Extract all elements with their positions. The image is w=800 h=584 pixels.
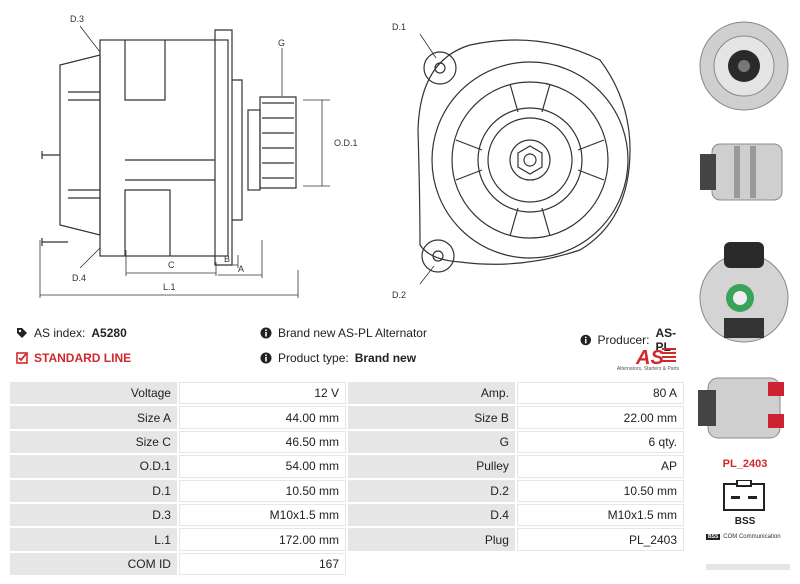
spec-value: 172.00 mm — [178, 528, 347, 551]
logo-tagline: Alternators, Starters & Parts — [616, 366, 680, 372]
label-d3: D.3 — [70, 14, 84, 24]
info-icon — [580, 334, 592, 346]
info-icon — [260, 352, 272, 364]
spec-value: 44.00 mm — [178, 406, 347, 429]
legend-strip — [706, 564, 790, 570]
product-type-label: Product type: — [278, 351, 349, 365]
logo-mark: AS — [635, 347, 664, 369]
label-a: A — [238, 264, 244, 274]
as-index-item: AS index: A5280 — [16, 326, 127, 340]
label-g: G — [278, 38, 285, 48]
spec-value: 12 V — [178, 382, 347, 405]
product-photo-front[interactable] — [694, 4, 794, 122]
as-index-value: A5280 — [91, 326, 127, 340]
as-index-label: AS index: — [34, 326, 86, 340]
as-pl-logo: AS — [635, 347, 676, 369]
producer-value: AS-PL — [655, 326, 677, 354]
spec-label: L.1 — [10, 528, 177, 551]
spec-label: Size A — [10, 406, 177, 429]
spec-label — [348, 552, 515, 576]
spec-value: 167 — [178, 552, 347, 576]
spec-value: 80 A — [516, 382, 684, 405]
plug-name: BSS — [734, 516, 756, 527]
plug-connector-icon — [723, 480, 765, 511]
label-c: C — [168, 260, 175, 270]
spec-label: Plug — [348, 528, 515, 551]
label-d2: D.2 — [392, 290, 406, 300]
side-view — [39, 25, 330, 298]
spec-label: COM ID — [10, 552, 177, 576]
label-d4: D.4 — [72, 273, 86, 283]
spec-label: Voltage — [10, 382, 177, 405]
spec-value: 22.00 mm — [516, 406, 684, 429]
description-item: Brand new AS-PL Alternator — [260, 326, 427, 340]
spec-label: O.D.1 — [10, 455, 177, 478]
product-photo-side[interactable] — [694, 124, 794, 220]
product-photo-angle[interactable] — [694, 362, 794, 452]
producer-item: Producer: AS-PL — [580, 326, 690, 354]
spec-value: 54.00 mm — [178, 455, 347, 478]
spec-value: PL_2403 — [516, 528, 684, 551]
label-od1: O.D.1 — [334, 138, 358, 148]
product-type-value: Brand new — [354, 351, 417, 365]
spec-label: Size C — [10, 430, 177, 454]
label-l1: L.1 — [163, 282, 176, 292]
spec-value: 6 qty. — [516, 430, 684, 454]
legend-text: COM Communication — [723, 534, 781, 540]
product-info: AS index: A5280 STANDARD LINE Brand new … — [0, 318, 690, 376]
spec-value: 10.50 mm — [516, 479, 684, 502]
spec-value: 46.50 mm — [178, 430, 347, 454]
standard-line-item: STANDARD LINE — [16, 351, 131, 365]
legend-code: BSS — [706, 534, 721, 540]
front-view — [417, 33, 631, 285]
spec-label: Pulley — [348, 455, 515, 478]
spec-value: AP — [516, 455, 684, 478]
spec-label: D.2 — [348, 479, 515, 502]
spec-value: 10.50 mm — [178, 479, 347, 502]
spec-label: D.4 — [348, 503, 515, 527]
plug-code: PL_2403 — [722, 458, 768, 470]
spec-value: M10x1.5 mm — [516, 503, 684, 527]
spec-label: D.3 — [10, 503, 177, 527]
label-b: B — [224, 254, 230, 264]
standard-line-label: STANDARD LINE — [34, 351, 132, 365]
tag-icon — [17, 328, 27, 338]
product-photos — [690, 0, 800, 584]
spec-label: Amp. — [348, 382, 515, 405]
legend-row: BSS COM Communication — [706, 534, 781, 540]
info-icon — [260, 327, 272, 339]
spec-label: D.1 — [10, 479, 177, 502]
spec-value — [516, 552, 684, 576]
label-d1: D.1 — [392, 22, 406, 32]
spec-label: Size B — [348, 406, 515, 429]
producer-label: Producer: — [597, 333, 650, 347]
spec-label: G — [348, 430, 515, 454]
product-photo-rear[interactable] — [694, 232, 794, 356]
spec-value: M10x1.5 mm — [178, 503, 347, 527]
product-type-item: Product type: Brand new — [260, 351, 416, 365]
description-text: Brand new AS-PL Alternator — [278, 326, 427, 340]
checkbox-icon — [16, 352, 28, 364]
technical-drawing: D.3 G O.D.1 D.4 C B A L.1 D.1 D.2 — [39, 14, 631, 300]
